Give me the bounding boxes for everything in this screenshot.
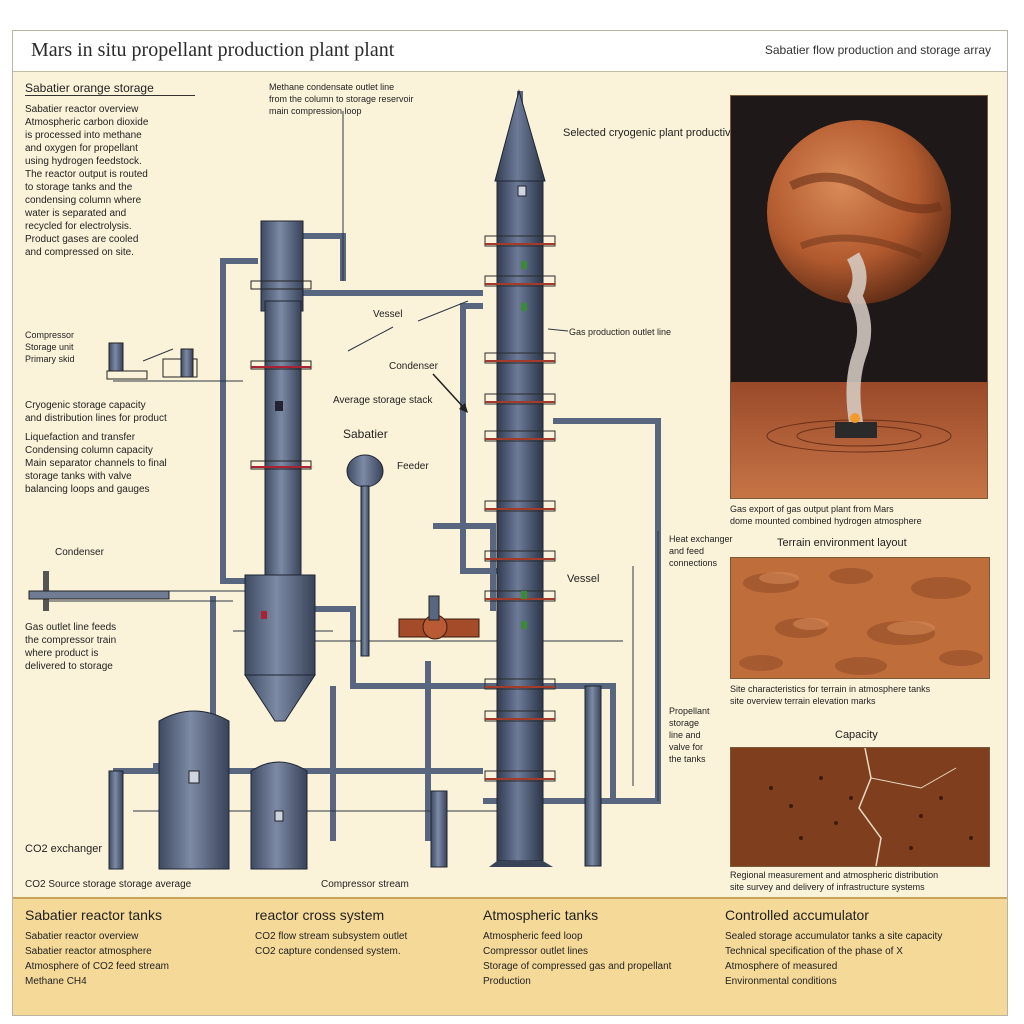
map-title: Capacity xyxy=(835,729,878,741)
left-paragraph-1: Sabatier reactor overview Atmospheric ca… xyxy=(25,104,149,258)
condenser-small xyxy=(28,571,170,611)
terrain-illustration xyxy=(739,568,983,675)
ground-facility xyxy=(835,422,877,438)
mars-panel xyxy=(730,95,988,499)
left-paragraph-4: Gas outlet line feeds the compressor tra… xyxy=(25,622,117,672)
arrow-label: Average storage stack xyxy=(333,395,433,406)
page-subtitle: Sabatier flow production and storage arr… xyxy=(764,43,991,57)
footer-line: Sealed storage accumulator tanks a site … xyxy=(725,931,943,942)
bottom-left-caption: CO2 Source storage storage average xyxy=(25,879,192,890)
small-skid xyxy=(106,342,198,380)
right-side-label-a: Heat exchanger and feed connections xyxy=(669,534,733,568)
right-side-label-b: Vessel xyxy=(567,573,600,585)
left-small-label: Compressor Storage unit Primary skid xyxy=(25,330,75,364)
flow-arrow xyxy=(432,373,468,413)
condenser-label: Condenser xyxy=(55,547,104,558)
sphere-label: Sabatier xyxy=(343,427,388,441)
left-heading: Sabatier orange storage xyxy=(25,81,154,95)
mars-planet xyxy=(767,120,951,304)
right-side-label-c: Propellant storage line and valve for th… xyxy=(669,706,710,764)
footer-line: Technical specification of the phase of … xyxy=(725,946,903,957)
page-title: Mars in situ propellant production plant… xyxy=(31,39,395,61)
left-paragraph-2: Cryogenic storage capacity and distribut… xyxy=(25,400,167,424)
footer-column-title: Controlled accumulator xyxy=(725,907,869,923)
top-note: Methane condensate outlet line from the … xyxy=(269,82,414,116)
mars-caption: Gas export of gas output plant from Mars… xyxy=(730,504,922,526)
infographic-poster: Mars in situ propellant production plant… xyxy=(12,30,1008,1016)
footer-column-1: Sabatier reactor tanks Sabatier reactor … xyxy=(25,907,169,989)
footer-line: Atmosphere of measured xyxy=(725,961,838,972)
footer-line: Sabatier reactor overview xyxy=(25,931,139,942)
map-caption: Regional measurement and atmospheric dis… xyxy=(730,870,939,892)
footer-column-3: Atmospheric tanks Atmospheric feed loop … xyxy=(483,907,671,989)
main-column-tower xyxy=(484,89,556,867)
footer-column-4: Controlled accumulator Sealed storage ac… xyxy=(725,907,942,989)
footer-column-title: Sabatier reactor tanks xyxy=(25,907,162,923)
left-column-tower xyxy=(244,220,316,722)
smoke-plume xyxy=(846,252,872,430)
footer-line: Production xyxy=(483,976,531,987)
sphere-tag: Feeder xyxy=(397,461,429,472)
footer-line: CO2 capture condensed system. xyxy=(255,946,401,957)
terrain-map xyxy=(769,748,973,866)
footer-line: CO2 flow stream subsystem outlet xyxy=(255,931,408,942)
footer-legend: Sabatier reactor tanks Sabatier reactor … xyxy=(13,897,1007,1015)
right-mid-label: Gas production outlet line xyxy=(569,327,672,337)
terrain-panel xyxy=(730,557,990,679)
footer-line: Methane CH4 xyxy=(25,976,87,987)
vessel-tag: Vessel xyxy=(373,309,403,320)
footer-line: Atmospheric feed loop xyxy=(483,931,583,942)
footer-line: Environmental conditions xyxy=(725,976,837,987)
map-panel xyxy=(730,747,990,867)
footer-line: Storage of compressed gas and propellant xyxy=(483,961,672,972)
footer-line: Atmosphere of CO2 feed stream xyxy=(25,961,169,972)
header-bar: Mars in situ propellant production plant… xyxy=(13,31,1007,72)
right-top-label: Selected cryogenic plant productivity xyxy=(563,127,742,139)
left-heading-rule xyxy=(25,95,195,96)
orange-pump xyxy=(398,595,480,640)
footer-column-title: reactor cross system xyxy=(255,907,385,923)
sphere-feeder xyxy=(346,454,384,657)
plant-diagram xyxy=(28,89,661,870)
column-label: Condenser xyxy=(389,361,438,372)
footer-column-title: Atmospheric tanks xyxy=(483,907,599,923)
terrain-title: Terrain environment layout xyxy=(777,537,907,549)
left-paragraph-3: Liquefaction and transfer Condensing col… xyxy=(25,432,167,495)
footer-column-2: reactor cross system CO2 flow stream sub… xyxy=(255,907,407,959)
footer-line: Compressor outlet lines xyxy=(483,946,589,957)
storage-tanks xyxy=(108,685,602,870)
bottom-mid-caption: Compressor stream xyxy=(321,879,409,890)
terrain-caption: Site characteristics for terrain in atmo… xyxy=(730,684,931,706)
footer-line: Sabatier reactor atmosphere xyxy=(25,946,152,957)
mars-illustration xyxy=(731,120,987,498)
co2-exchanger-label: CO2 exchanger xyxy=(25,843,103,855)
